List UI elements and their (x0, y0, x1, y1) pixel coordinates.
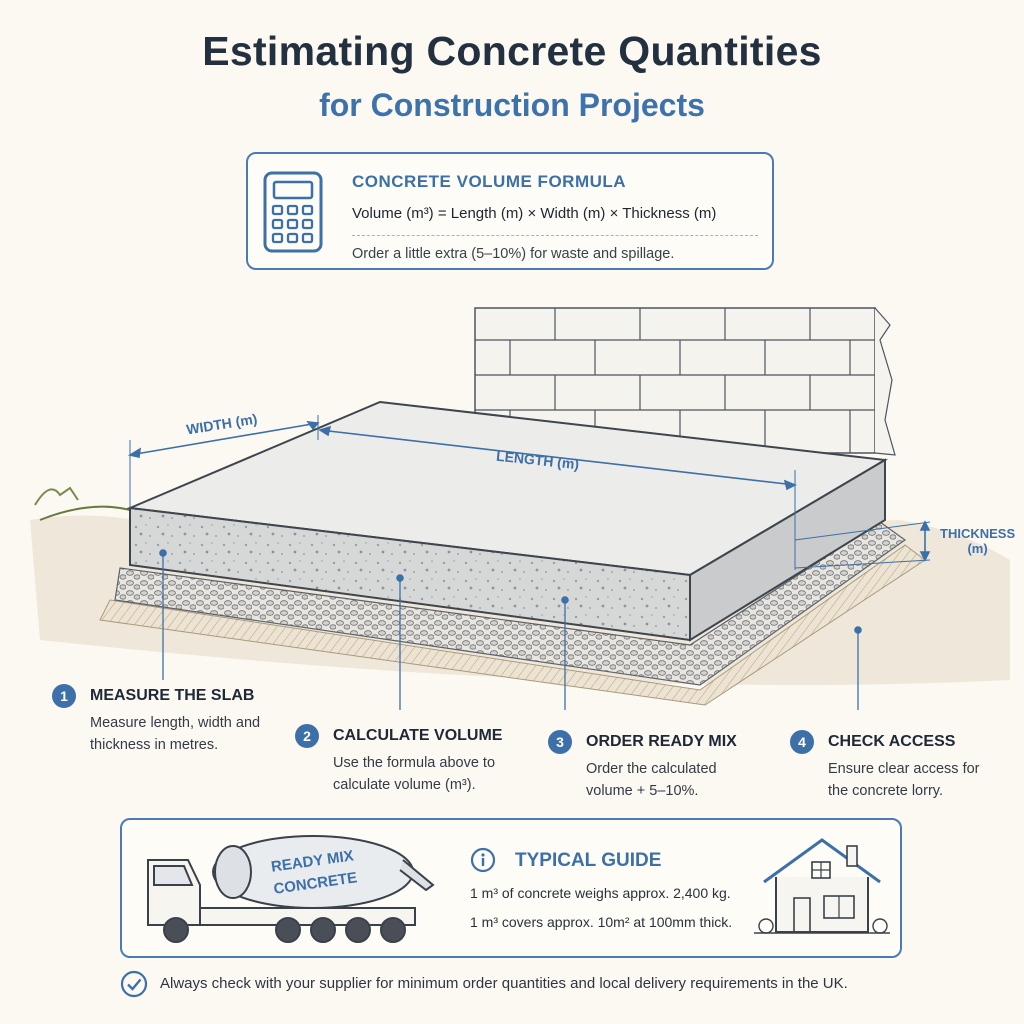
step-description: Use the formula above to calculate volum… (333, 755, 496, 793)
formula-box: CONCRETE VOLUME FORMULA Volume (m³) = Le… (246, 152, 774, 270)
formula-note: Order a little extra (5–10%) for waste a… (352, 246, 675, 262)
step-number: 2 (295, 724, 319, 748)
step-title: CALCULATE VOLUME (333, 727, 503, 744)
calculator-icon (263, 171, 323, 253)
house-icon (754, 838, 890, 934)
step-title: ORDER READY MIX (586, 733, 737, 750)
guide-title: TYPICAL GUIDE (515, 850, 662, 871)
step-description: Ensure clear access for the concrete lor… (828, 761, 980, 799)
formula-heading: CONCRETE VOLUME FORMULA (352, 172, 627, 191)
formula-equation: Volume (m³) = Length (m) × Width (m) × T… (352, 205, 717, 222)
page-subtitle: for Construction Projects (319, 87, 705, 123)
step-number: 4 (790, 730, 814, 754)
step-title: MEASURE THE SLAB (90, 687, 255, 704)
step-title: CHECK ACCESS (828, 733, 956, 750)
slab-illustration (30, 307, 1010, 710)
slab-side-face (689, 458, 886, 642)
step-number: 3 (548, 730, 572, 754)
step-description: Order the calculated volume + 5–10%. (586, 761, 717, 799)
width-dimension-line (129, 422, 319, 456)
gravel-layer (114, 521, 907, 686)
thickness-label: THICKNESS (m) (940, 526, 1016, 556)
footer-note: Always check with your supplier for mini… (160, 975, 848, 992)
step-number: 1 (52, 684, 76, 708)
page-title: Estimating Concrete Quantities (202, 28, 822, 74)
divider (352, 235, 758, 236)
info-icon (470, 847, 496, 873)
guide-line-2: 1 m³ covers approx. 10m² at 100mm thick. (470, 914, 733, 930)
step-description: Measure length, width and thickness in m… (90, 715, 261, 753)
truck-illustration: READY MIX CONCRETE (147, 835, 435, 943)
length-dimension-line (319, 429, 796, 486)
guide-line-1: 1 m³ of concrete weighs approx. 2,400 kg… (470, 885, 731, 901)
check-circle-icon (120, 970, 148, 998)
typical-guide-box: READY MIX CONCRETE TYPICAL GUIDE 1 m³ of… (120, 818, 902, 958)
